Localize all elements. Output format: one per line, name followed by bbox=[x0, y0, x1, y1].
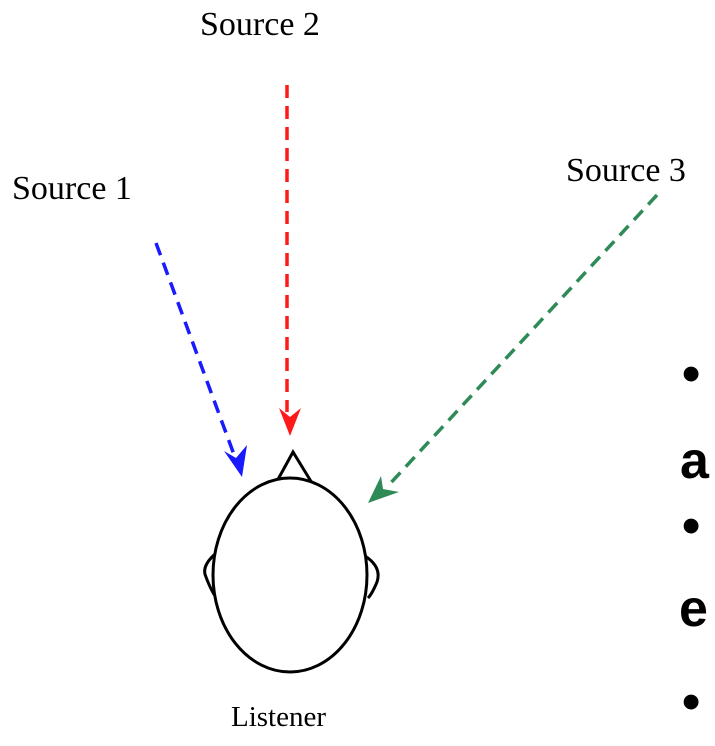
cropped-bullet-1: • bbox=[682, 345, 701, 403]
source-3-arrow bbox=[368, 193, 659, 503]
listener-head bbox=[203, 449, 380, 674]
listener-label: Listener bbox=[231, 701, 327, 733]
right-ear bbox=[364, 554, 380, 600]
source-1-arrow bbox=[154, 242, 247, 477]
cropped-text-e: e bbox=[679, 580, 708, 638]
cropped-text-a: a bbox=[680, 432, 709, 490]
source-2-arrow bbox=[279, 85, 301, 436]
cropped-bullet-3: • bbox=[682, 673, 701, 731]
head-outline bbox=[211, 476, 369, 674]
source-3-label: Source 3 bbox=[566, 152, 686, 189]
cropped-bullet-2: • bbox=[682, 497, 701, 555]
nose bbox=[274, 449, 314, 484]
source-1-label: Source 1 bbox=[12, 170, 132, 207]
source-2-label: Source 2 bbox=[200, 6, 320, 43]
